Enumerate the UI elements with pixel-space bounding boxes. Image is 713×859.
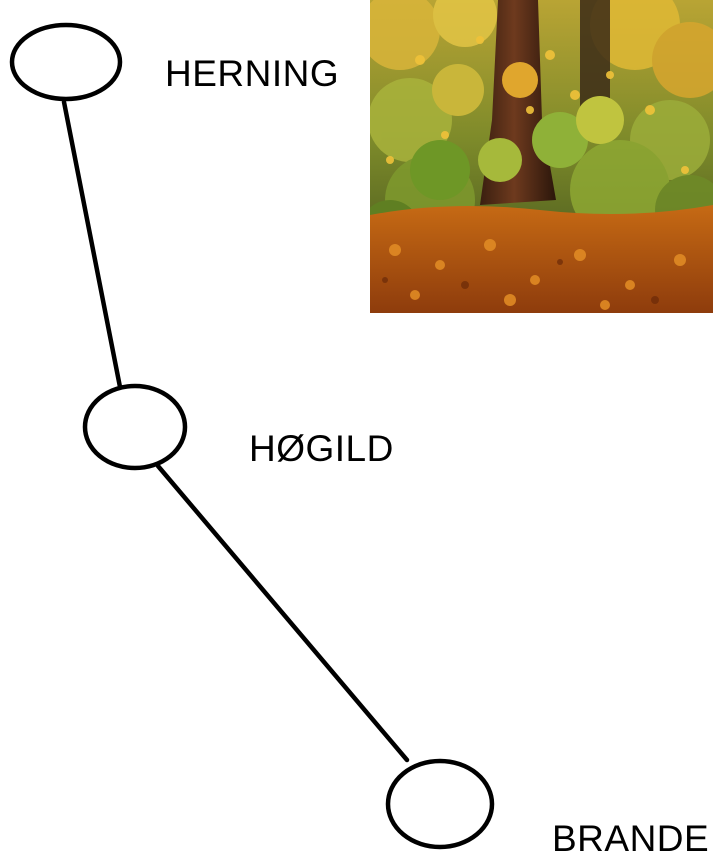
route-segment-herning-hogild [61, 99, 123, 390]
station-node-herning [9, 22, 123, 102]
station-node-hogild [82, 383, 188, 471]
station-label-herning: HERNING [165, 53, 340, 94]
route-segment-hogild-brande [155, 463, 410, 763]
autumn-forest-photo [370, 0, 713, 313]
station-label-brande: BRANDE [552, 818, 710, 859]
station-node-brande [385, 758, 495, 850]
station-label-hogild: HØGILD [249, 428, 394, 469]
